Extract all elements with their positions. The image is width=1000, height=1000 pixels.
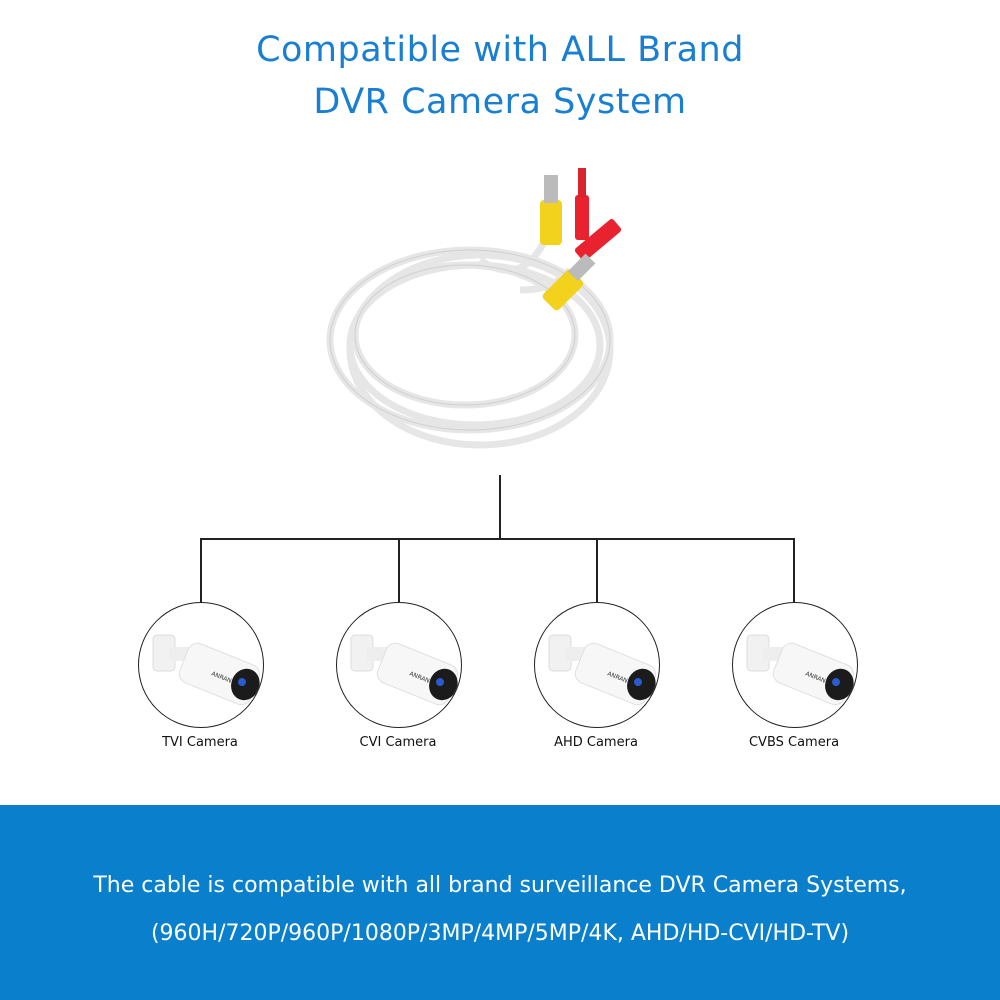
camera-label: CVI Camera: [359, 735, 437, 750]
connector-drop: [793, 538, 795, 602]
cable-image: [326, 168, 622, 449]
camera-circle: ANRAN: [138, 602, 264, 728]
connector-drop: [596, 538, 598, 602]
camera-circle: ANRAN: [732, 602, 858, 728]
camera-label: TVI Camera: [162, 735, 238, 750]
camera-label: AHD Camera: [554, 735, 638, 750]
connector-drop: [398, 538, 400, 602]
bullet-camera-icon: ANRAN: [152, 634, 260, 706]
headline-line-2: DVR Camera System: [313, 82, 687, 122]
connector-trunk: [499, 475, 501, 538]
footer-band: The cable is compatible with all brand s…: [0, 805, 1000, 1000]
bullet-camera-icon: ANRAN: [350, 634, 458, 706]
headline-line-1: Compatible with ALL Brand: [256, 30, 744, 70]
camera-circle: ANRAN: [534, 602, 660, 728]
bullet-camera-icon: ANRAN: [548, 634, 656, 706]
connector-drop: [200, 538, 202, 602]
footer-line-1: The cable is compatible with all brand s…: [93, 873, 907, 898]
bullet-camera-icon: ANRAN: [746, 634, 854, 706]
connector-bus: [200, 538, 794, 540]
camera-label: CVBS Camera: [748, 735, 840, 750]
footer-line-2: (960H/720P/960P/1080P/3MP/4MP/5MP/4K, AH…: [150, 921, 850, 946]
camera-circle: ANRAN: [336, 602, 462, 728]
